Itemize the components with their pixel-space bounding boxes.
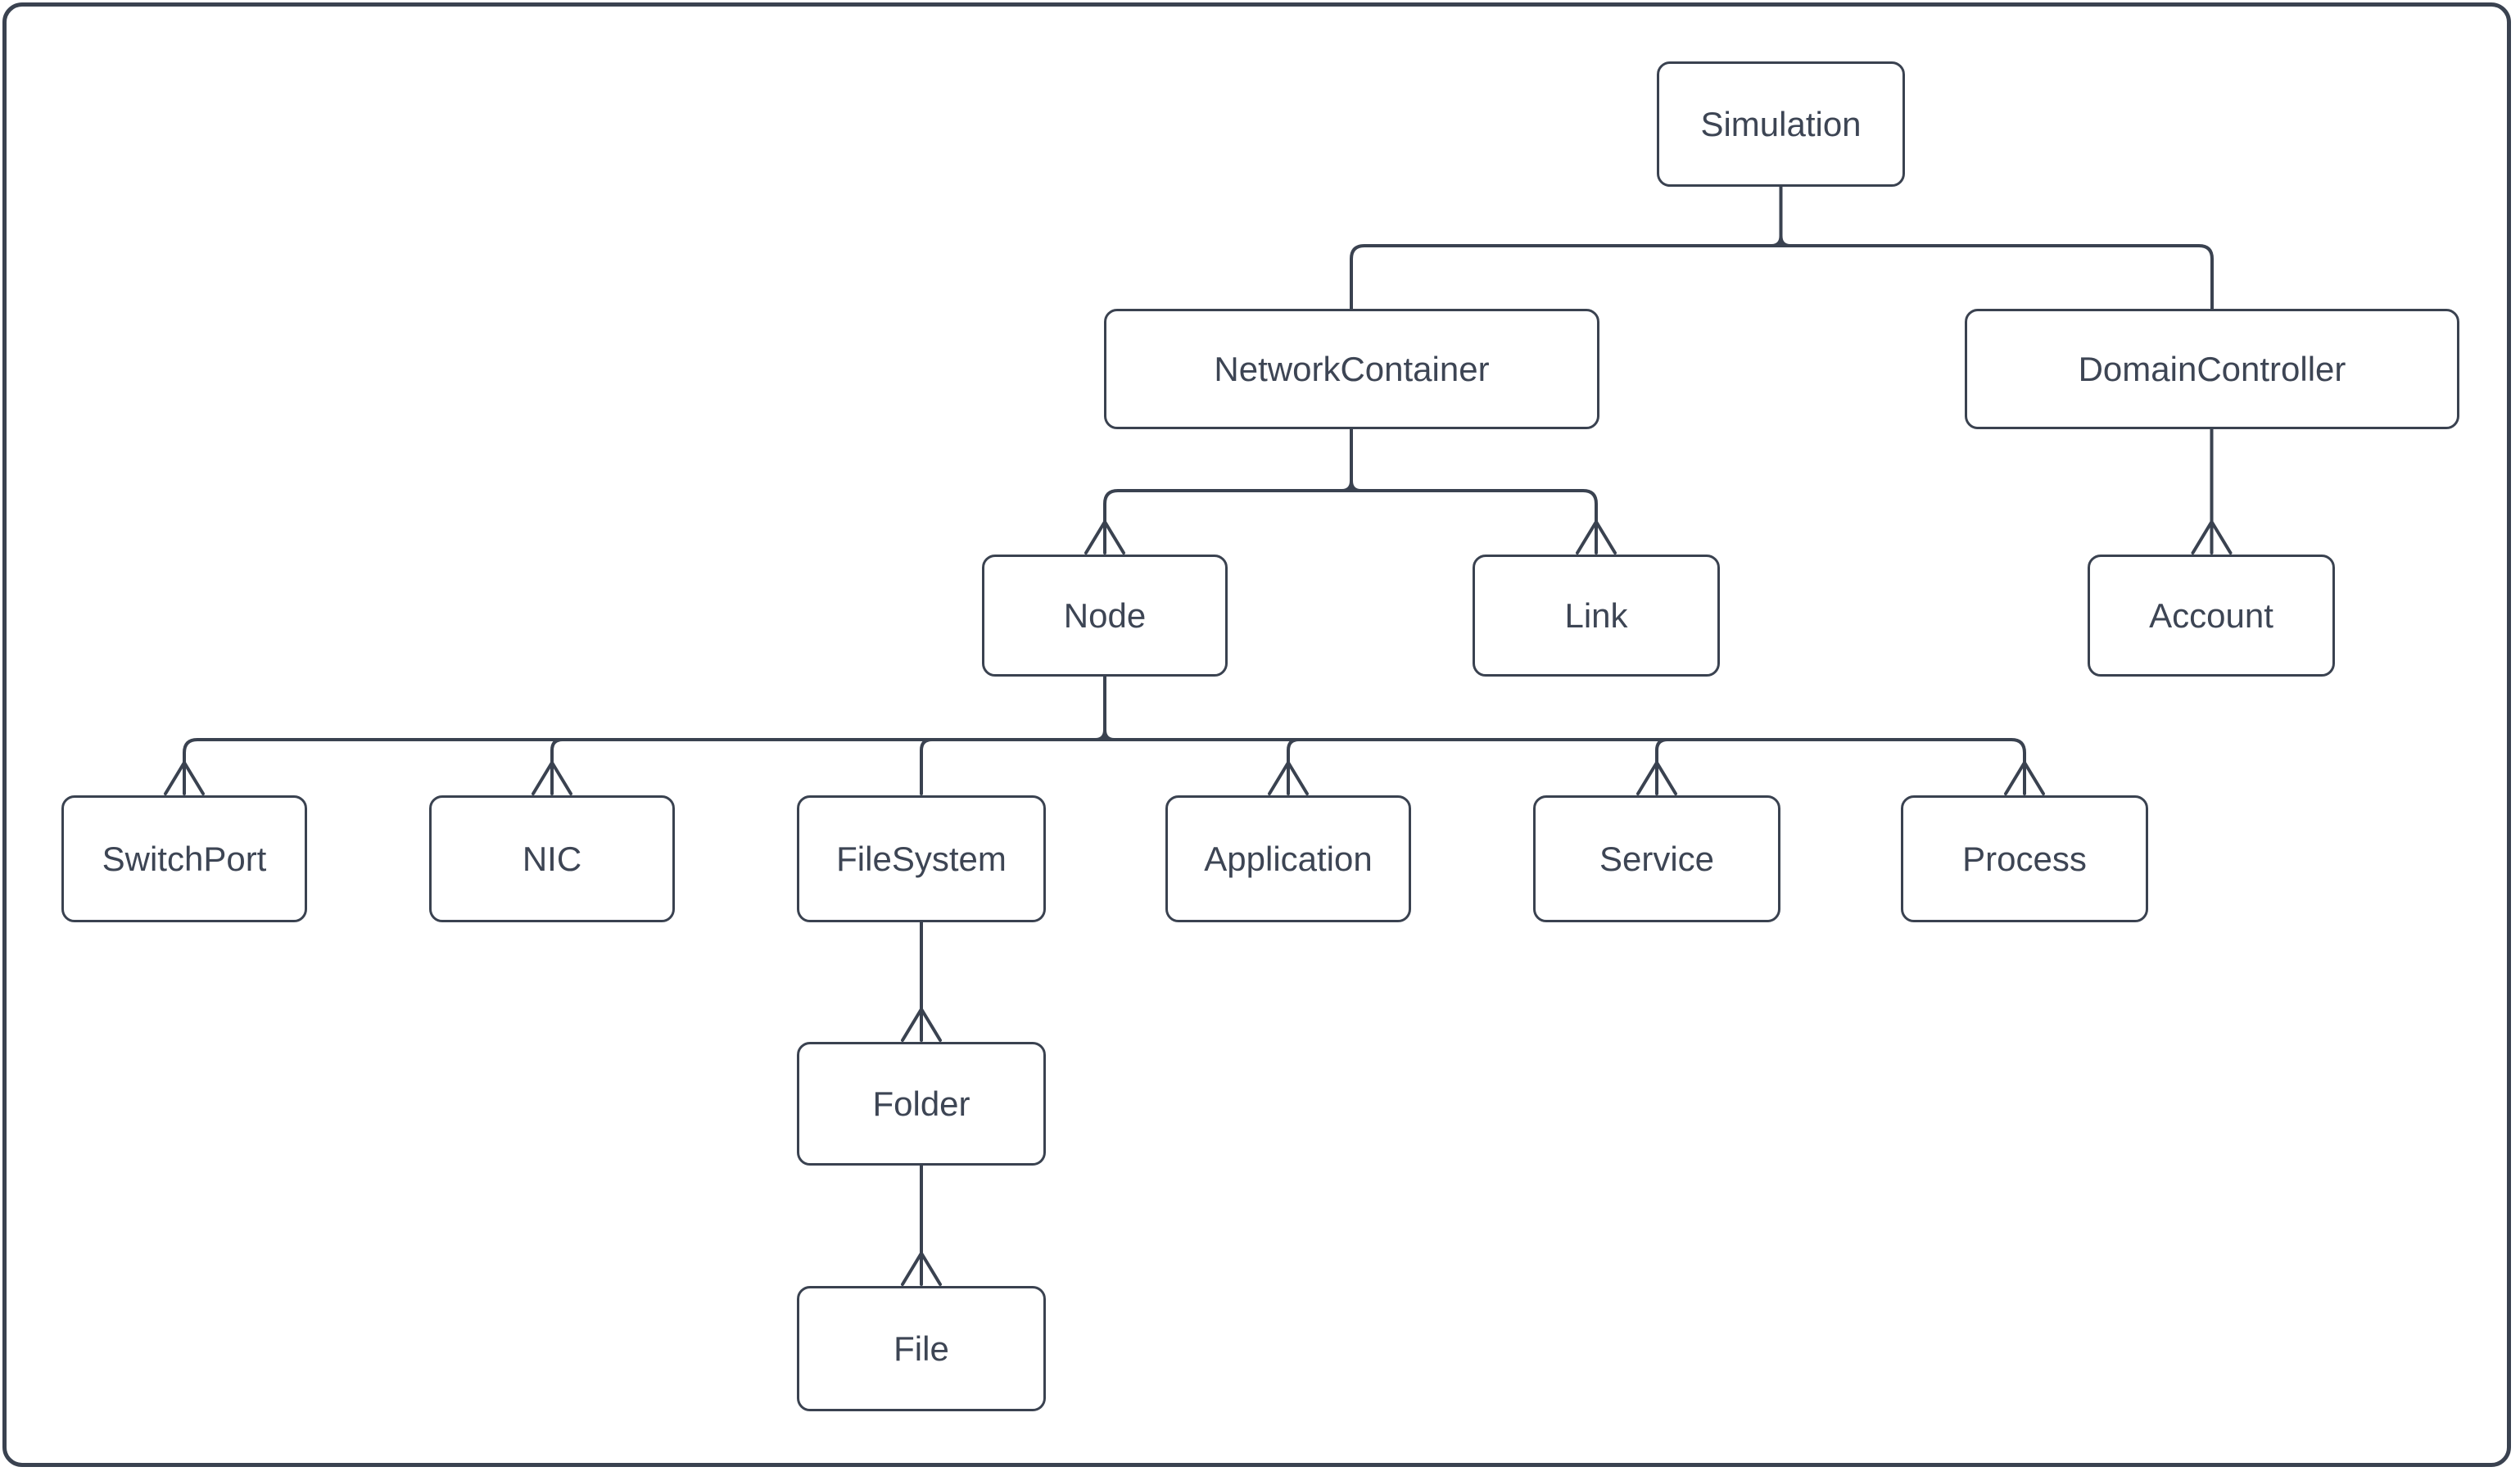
arrowhead-account [2191,520,2233,555]
node-service: Service [1533,795,1780,922]
arrowhead-process [2004,761,2045,795]
node-filesystem-label: FileSystem [836,839,1007,878]
arrowhead-switchport [164,761,205,795]
node-file: File [797,1286,1046,1411]
edge-bus-filesystem-drop [920,738,934,795]
node-domaincontroller: DomainController [1965,309,2459,429]
node-application: Application [1165,795,1411,922]
arrowhead-nic [532,761,572,795]
node-simulation-label: Simulation [1700,104,1862,143]
node-process-label: Process [1962,839,2087,878]
node-file-label: File [894,1329,949,1368]
node-node: Node [982,555,1228,677]
junction-fillet-networkcontainer [1340,479,1363,492]
arrowhead-link [1576,520,1617,555]
junction-fillet-simulation [1770,234,1792,247]
edge-bus-networkcontainer-children [1103,489,1598,555]
edge-bus-node-children [183,738,2026,795]
node-networkcontainer: NetworkContainer [1104,309,1599,429]
node-process: Process [1901,795,2148,922]
node-switchport-label: SwitchPort [102,839,267,878]
node-application-label: Application [1204,839,1373,878]
node-simulation: Simulation [1657,61,1905,187]
edge-bus-service-drop [1655,738,1669,795]
node-link: Link [1473,555,1720,677]
arrowhead-node [1084,520,1125,555]
node-folder-label: Folder [872,1084,970,1123]
arrowhead-application [1268,761,1309,795]
node-switchport: SwitchPort [61,795,307,922]
arrowhead-service [1636,761,1677,795]
node-nic: NIC [429,795,675,922]
node-folder: Folder [797,1042,1046,1166]
node-filesystem: FileSystem [797,795,1046,922]
edge-bus-simulation-children [1350,244,2214,310]
node-account: Account [2088,555,2335,677]
node-node-label: Node [1063,595,1147,635]
node-account-label: Account [2149,595,2273,635]
node-networkcontainer-label: NetworkContainer [1214,349,1490,388]
node-service-label: Service [1599,839,1715,878]
node-domaincontroller-label: DomainController [2078,349,2346,388]
edge-bus-nic-drop [550,738,564,795]
junction-fillet-node [1093,728,1116,741]
node-link-label: Link [1564,595,1628,635]
arrowhead-folder [901,1007,942,1042]
edge-bus-application-drop [1287,738,1301,795]
arrowhead-file [901,1252,942,1286]
node-nic-label: NIC [522,839,582,878]
